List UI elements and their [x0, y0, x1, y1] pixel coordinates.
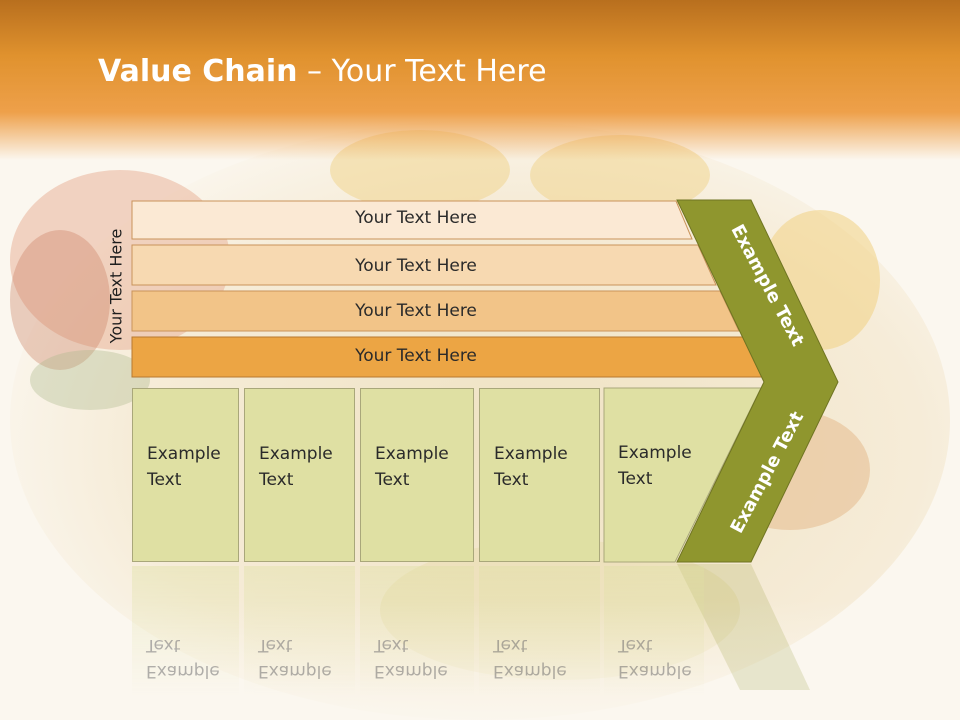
support-bar-1	[131, 200, 693, 240]
support-bar-label-2: Your Text Here	[355, 256, 477, 276]
title-rest: – Your Text Here	[297, 54, 547, 89]
chevron-arrow	[676, 199, 839, 563]
box-reflection-2: Example Text	[244, 566, 355, 696]
primary-box-label-1: Example Text	[147, 444, 221, 490]
support-bar-label-1: Your Text Here	[355, 208, 477, 228]
support-bar-2	[131, 244, 717, 286]
primary-box-4: Example Text	[479, 388, 600, 562]
box-reflection-label-2: Example Text	[258, 635, 332, 681]
primary-box-label-3: Example Text	[375, 444, 449, 490]
box-reflection-label-3: Example Text	[374, 635, 448, 681]
box-reflection-label-5: Example Text	[618, 635, 692, 681]
box-reflection-4: Example Text	[479, 566, 600, 696]
primary-box-2: Example Text	[244, 388, 355, 562]
primary-box-1: Example Text	[132, 388, 239, 562]
primary-box-label-5: Example Text	[618, 443, 692, 489]
primary-box-3: Example Text	[360, 388, 474, 562]
title-bold: Value Chain	[98, 54, 298, 89]
primary-box-label-2: Example Text	[259, 444, 333, 490]
title-band	[0, 0, 960, 160]
box-reflection-1: Example Text	[132, 566, 239, 696]
box-reflection-label-4: Example Text	[493, 635, 567, 681]
chevron-reflection	[677, 564, 810, 690]
support-bar-3	[131, 290, 740, 332]
support-bar-label-4: Your Text Here	[355, 346, 477, 366]
box-reflection-label-1: Example Text	[146, 635, 220, 681]
primary-box-label-4: Example Text	[494, 444, 568, 490]
box-reflection-3: Example Text	[360, 566, 474, 696]
page-title: Value Chain – Your Text Here	[98, 54, 547, 89]
primary-box-5-arrow	[603, 387, 762, 563]
box-reflection-5: Example Text	[604, 566, 704, 696]
support-bar-label-3: Your Text Here	[355, 301, 477, 321]
